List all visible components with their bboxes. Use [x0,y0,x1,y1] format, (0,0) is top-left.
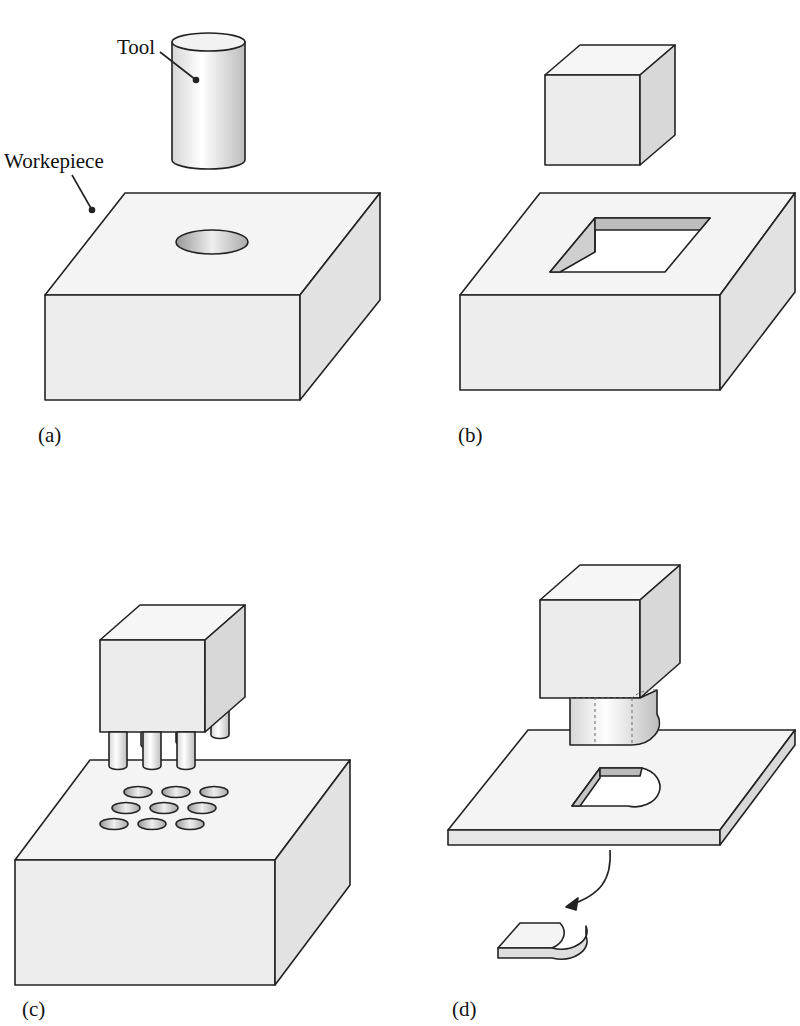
multi-pin-tool [100,605,245,770]
hole [150,803,178,814]
tool-pin [109,732,127,770]
tool-label: Tool [117,36,155,59]
tool-pin [143,732,161,770]
cylinder-tool [172,33,245,169]
square-tool [545,45,675,165]
tool-pin [177,732,195,770]
panel-label: (b) [458,424,483,447]
panel-label: (d) [452,998,477,1021]
panel-label: (a) [38,424,61,447]
hole [100,819,128,830]
hole [188,803,216,814]
workpiece-a [45,193,380,400]
hole [162,787,190,798]
workpiece-label: Workepiece [4,150,104,173]
hole [200,787,228,798]
hole [124,787,152,798]
leader-lines [72,52,199,213]
workpiece-b [460,193,795,390]
shaped-tool [540,565,680,745]
panel-label: (c) [22,998,45,1021]
removed-slug [498,850,610,959]
sheet-workpiece [448,730,795,845]
hole [112,803,140,814]
workpiece-c [15,760,350,985]
hole [138,819,166,830]
hole [176,819,204,830]
